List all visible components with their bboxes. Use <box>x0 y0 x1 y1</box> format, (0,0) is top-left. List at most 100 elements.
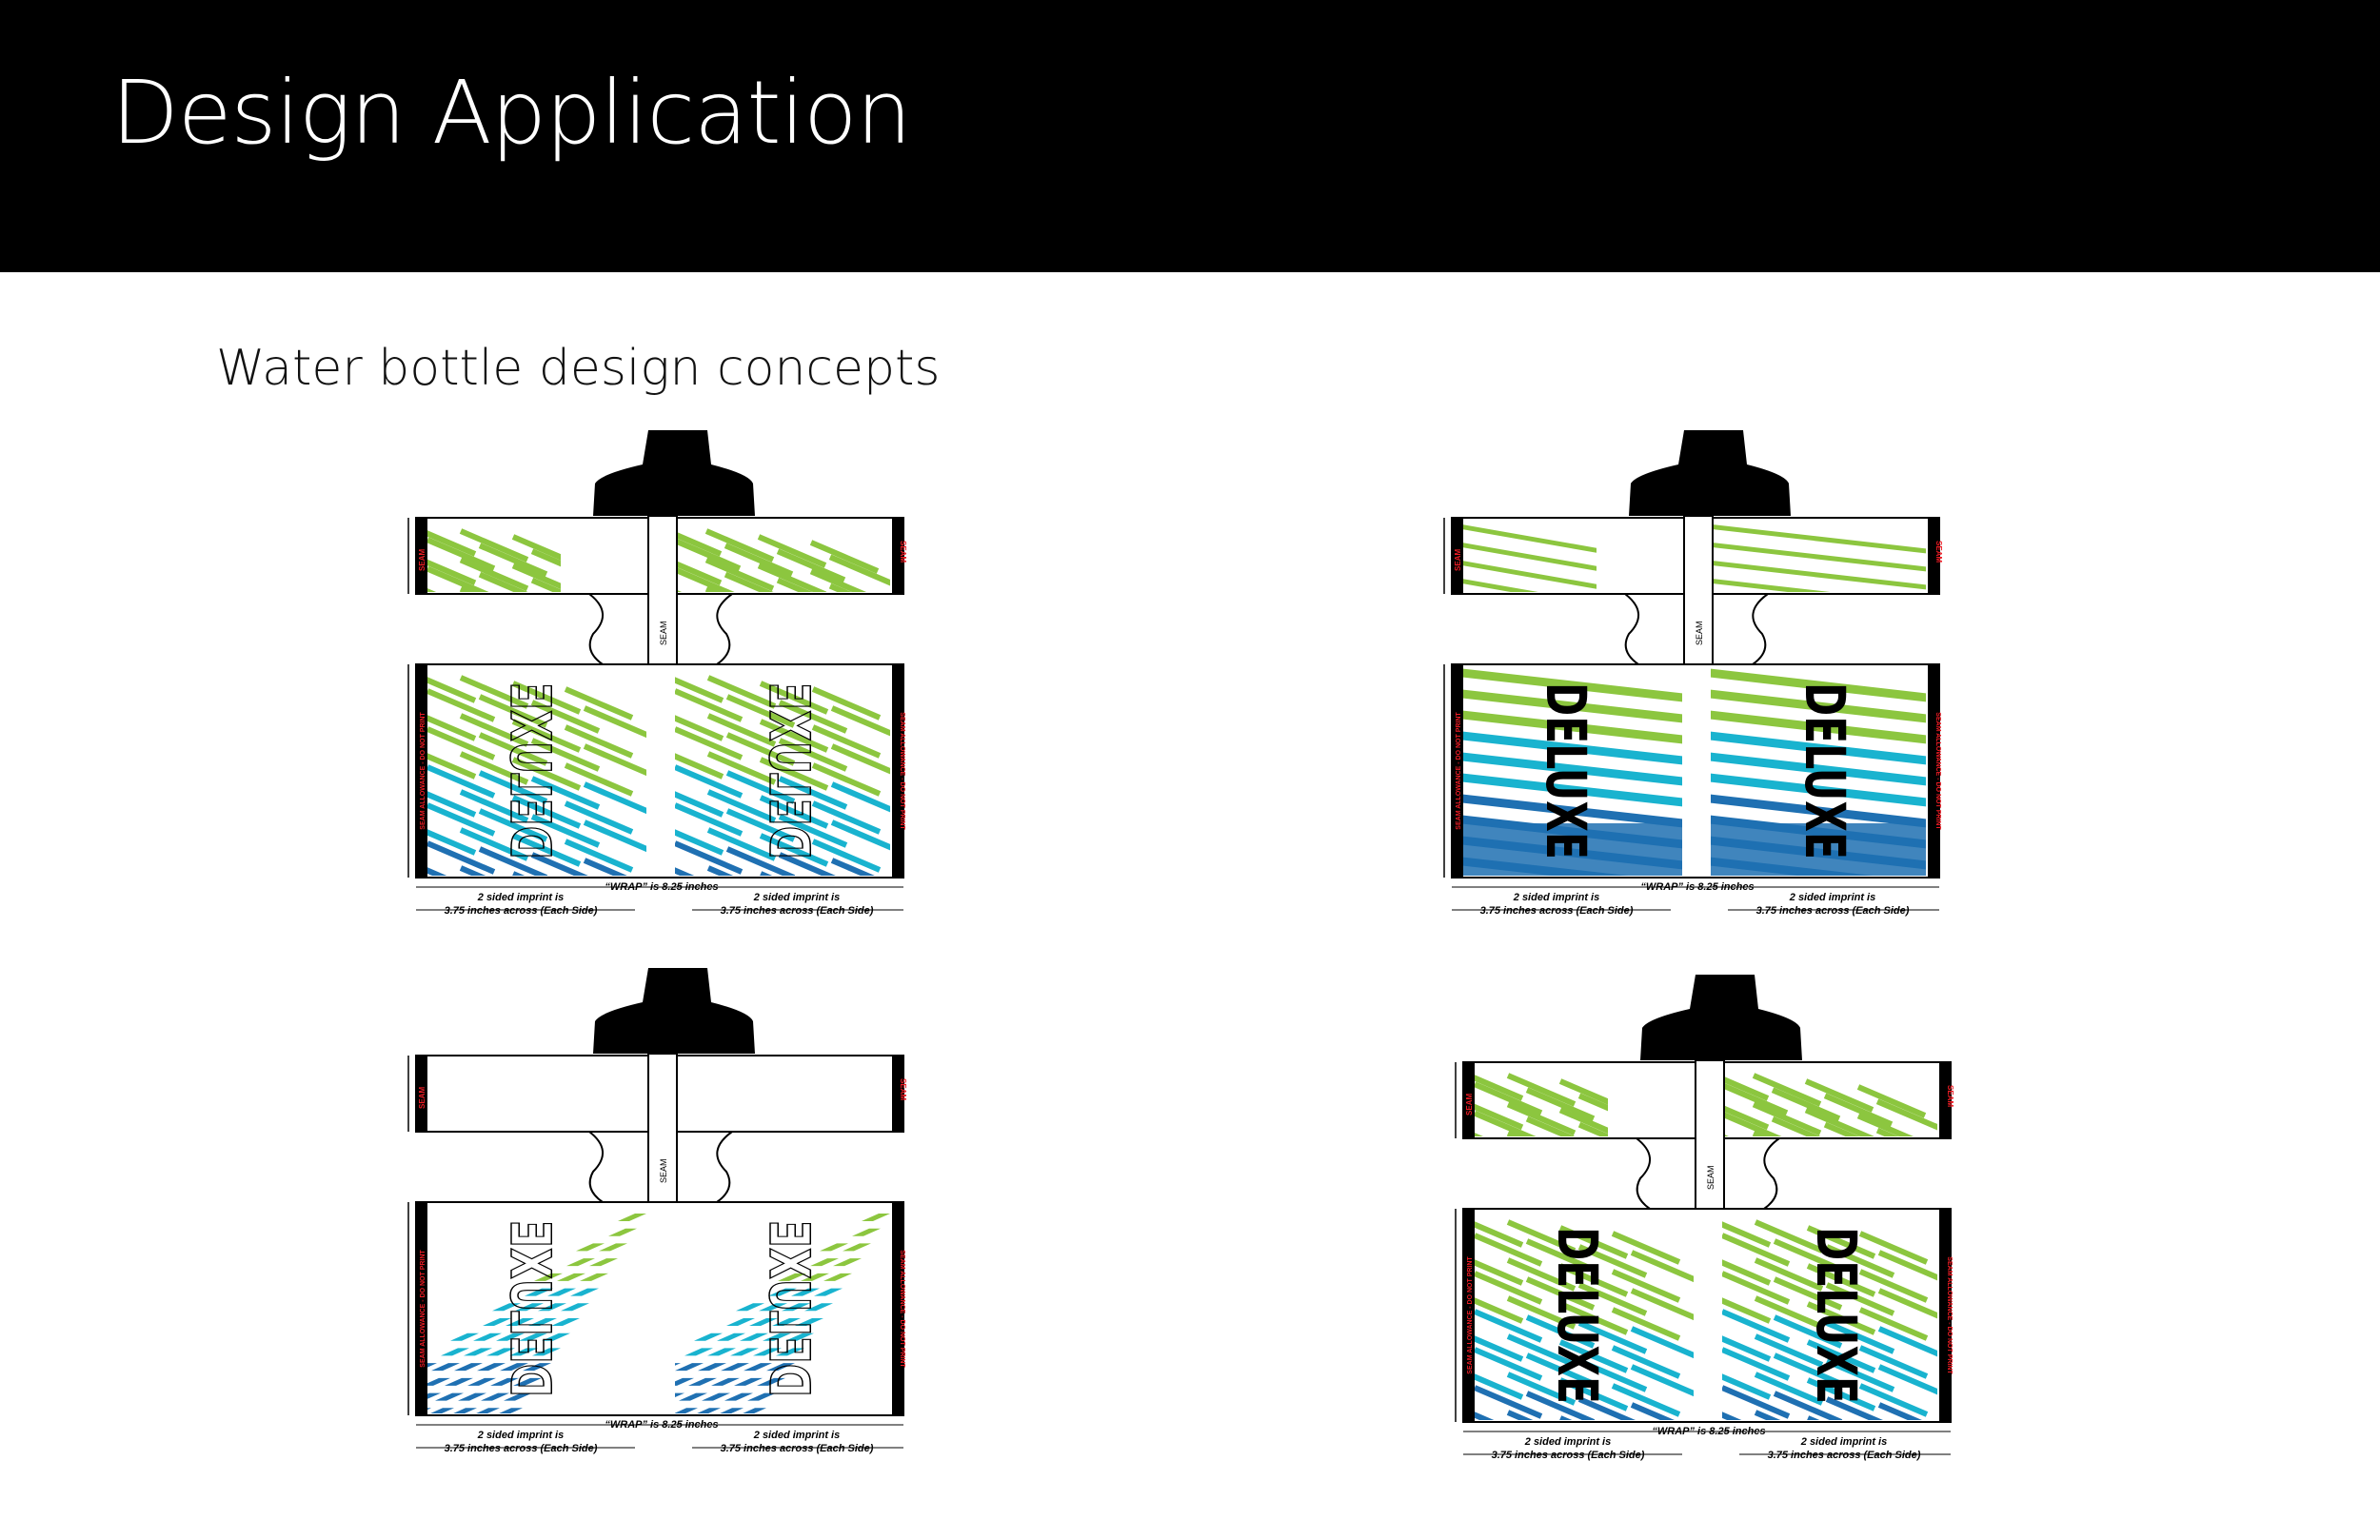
print-pattern <box>427 1214 646 1413</box>
seam-label-center: SEAM <box>659 1158 668 1183</box>
svg-text:DELUXE: DELUXE <box>498 682 563 859</box>
seam-marker-left <box>1452 518 1463 594</box>
wrap-label: “WRAP” is 8.25 inches <box>1640 881 1754 893</box>
svg-text:DELUXE: DELUXE <box>757 682 822 859</box>
wrap-label: “WRAP” is 8.25 inches <box>605 881 718 893</box>
imprint-label-right-2: 3.75 inches across (Each Side) <box>1756 905 1910 917</box>
bottle-concept-1: SEAM SEAM SEAM DELUXE DELUXE SEAM ALLOWANCE -… <box>397 426 930 948</box>
imprint-label-left-2: 3.75 inches across (Each Side) <box>445 1443 598 1454</box>
seam-label-right: SEAM <box>899 541 907 563</box>
seam-allowance-label-left: SEAM ALLOWANCE - DO NOT PRINT <box>1456 712 1462 830</box>
seam-marker-right <box>892 518 903 594</box>
seam-marker-left <box>1463 1062 1475 1138</box>
neck-curve-right <box>716 1131 733 1203</box>
main-body <box>415 1201 904 1416</box>
wrap-label: “WRAP” is 8.25 inches <box>605 1419 718 1431</box>
print-pattern <box>1711 668 1926 876</box>
seam-allowance-label-left: SEAM ALLOWANCE - DO NOT PRINT <box>420 712 426 830</box>
seam-allowance-left <box>1463 1209 1475 1422</box>
seam-label-right: SEAM <box>899 1078 907 1100</box>
bottle-concept-2: SEAM SEAM SEAM DELUXE DELUXE SEAM ALLOWANCE -… <box>1433 426 1966 948</box>
seam-marker-left <box>416 1056 427 1132</box>
section-subtitle: Water bottle design concepts <box>216 340 941 397</box>
wrap-label: “WRAP” is 8.25 inches <box>1652 1426 1765 1437</box>
seam-allowance-right <box>892 664 903 878</box>
seam-marker-left <box>416 518 427 594</box>
page-title: Design Application <box>111 62 912 164</box>
imprint-label-right-1: 2 sided imprint is <box>1789 892 1875 903</box>
neck-curve-right <box>1763 1137 1780 1210</box>
print-pattern <box>675 1214 890 1413</box>
seam-label-center: SEAM <box>659 621 668 645</box>
imprint-label-right-1: 2 sided imprint is <box>753 892 840 903</box>
seam-allowance-right <box>1939 1209 1951 1422</box>
deluxe-logo: DELUXE <box>1534 682 1598 859</box>
print-pattern <box>673 528 890 592</box>
svg-text:DELUXE: DELUXE <box>1534 682 1598 859</box>
deluxe-logo: DELUXE <box>1804 1227 1869 1404</box>
seam-allowance-label-right: SEAM ALLOWANCE - DO NOT PRINT <box>1946 1256 1953 1374</box>
imprint-label-left-1: 2 sided imprint is <box>1524 1436 1611 1448</box>
seam-marker-right <box>1928 518 1939 594</box>
svg-text:DELUXE: DELUXE <box>1545 1227 1610 1404</box>
seam-label-center: SEAM <box>1706 1165 1716 1190</box>
deluxe-logo: DELUXE <box>756 1219 823 1398</box>
imprint-label-right-1: 2 sided imprint is <box>1800 1436 1887 1448</box>
seam-allowance-left <box>416 1202 427 1415</box>
seam-allowance-label-right: SEAM ALLOWANCE - DO NOT PRINT <box>899 712 905 830</box>
deluxe-logo: DELUXE <box>1793 682 1857 859</box>
seam-label-left: SEAM <box>418 549 426 571</box>
imprint-label-left-2: 3.75 inches across (Each Side) <box>1480 905 1634 917</box>
print-pattern <box>1720 1073 1937 1136</box>
print-pattern <box>1463 524 1597 592</box>
imprint-label-right-2: 3.75 inches across (Each Side) <box>721 1443 874 1454</box>
bottle-cap <box>593 430 755 516</box>
seam-label-left: SEAM <box>1454 549 1462 571</box>
seam-label-left: SEAM <box>1465 1094 1474 1116</box>
print-pattern <box>1475 1219 1694 1420</box>
seam-allowance-right <box>1928 664 1939 878</box>
imprint-label-right-2: 3.75 inches across (Each Side) <box>1768 1450 1921 1461</box>
svg-text:DELUXE: DELUXE <box>1793 682 1857 859</box>
imprint-label-right-2: 3.75 inches across (Each Side) <box>721 905 874 917</box>
print-pattern <box>427 528 561 592</box>
seam-label-right: SEAM <box>1934 541 1943 563</box>
neck-curve-left <box>1624 593 1639 665</box>
neck-curve-right <box>716 593 733 665</box>
header-bar <box>0 0 2380 272</box>
seam-allowance-left <box>1452 664 1463 878</box>
seam-allowance-label-left: SEAM ALLOWANCE - DO NOT PRINT <box>420 1250 426 1368</box>
bottle-cap <box>1629 430 1791 516</box>
seam-allowance-label-right: SEAM ALLOWANCE - DO NOT PRINT <box>899 1250 905 1368</box>
neck-curve-left <box>1636 1137 1651 1210</box>
imprint-label-left-2: 3.75 inches across (Each Side) <box>1492 1450 1645 1461</box>
imprint-label-left-1: 2 sided imprint is <box>477 1430 564 1441</box>
imprint-label-left-1: 2 sided imprint is <box>1513 892 1599 903</box>
svg-text:DELUXE: DELUXE <box>1804 1227 1869 1404</box>
seam-label-center: SEAM <box>1695 621 1704 645</box>
neck-curve-left <box>588 593 604 665</box>
deluxe-logo: DELUXE <box>497 681 564 860</box>
svg-text:DELUXE: DELUXE <box>498 1220 563 1397</box>
svg-text:DELUXE: DELUXE <box>757 1220 822 1397</box>
print-pattern <box>1709 523 1926 592</box>
deluxe-logo: DELUXE <box>756 681 823 860</box>
print-pattern <box>427 675 646 876</box>
print-pattern <box>1463 668 1682 876</box>
bottle-template: SEAM SEAM SEAM DELUXE DELUXE SEAM ALLOWANCE -… <box>407 430 907 917</box>
imprint-label-left-2: 3.75 inches across (Each Side) <box>445 905 598 917</box>
seam-marker-right <box>892 1056 903 1132</box>
seam-allowance-label-right: SEAM ALLOWANCE - DO NOT PRINT <box>1934 712 1941 830</box>
imprint-label-right-1: 2 sided imprint is <box>753 1430 840 1441</box>
seam-allowance-left <box>416 664 427 878</box>
bottle-cap <box>1640 975 1802 1060</box>
print-pattern <box>1722 1219 1937 1420</box>
bottle-cap <box>593 968 755 1054</box>
deluxe-logo: DELUXE <box>497 1219 564 1398</box>
seam-marker-right <box>1939 1062 1951 1138</box>
neck-curve-left <box>588 1131 604 1203</box>
